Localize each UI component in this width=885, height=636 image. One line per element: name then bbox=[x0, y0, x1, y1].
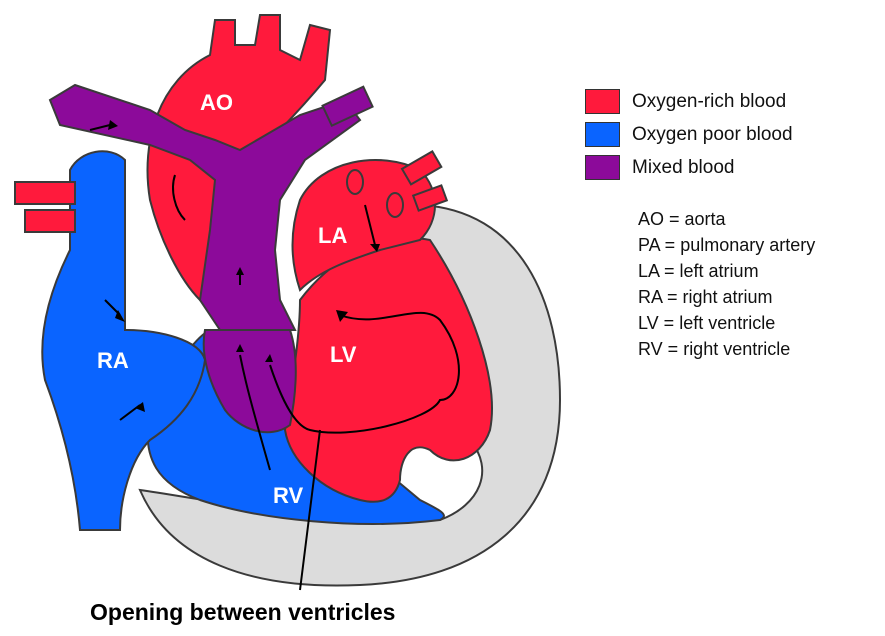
legend-label: Oxygen poor blood bbox=[632, 124, 793, 146]
label-lv: LV bbox=[330, 342, 357, 367]
abbreviation-item: LA = left atrium bbox=[638, 258, 815, 284]
legend-swatch bbox=[585, 122, 620, 147]
label-la: LA bbox=[318, 223, 347, 248]
legend-item: Oxygen-rich blood bbox=[585, 85, 793, 118]
caption-opening: Opening between ventricles bbox=[90, 599, 395, 625]
legend-swatch bbox=[585, 155, 620, 180]
label-ao: AO bbox=[200, 90, 233, 115]
aortic-branch-left bbox=[15, 182, 75, 204]
legend-label: Mixed blood bbox=[632, 157, 734, 179]
aortic-branch-left-lower bbox=[25, 210, 75, 232]
abbreviation-item: AO = aorta bbox=[638, 206, 815, 232]
abbreviation-item: RA = right atrium bbox=[638, 284, 815, 310]
legend-label: Oxygen-rich blood bbox=[632, 91, 786, 113]
legend-item: Oxygen poor blood bbox=[585, 118, 793, 151]
legend-swatch bbox=[585, 89, 620, 114]
label-rv: RV bbox=[273, 483, 303, 508]
abbreviation-item: RV = right ventricle bbox=[638, 336, 815, 362]
abbreviation-item: LV = left ventricle bbox=[638, 310, 815, 336]
abbreviation-item: PA = pulmonary artery bbox=[638, 232, 815, 258]
legend-item: Mixed blood bbox=[585, 151, 793, 184]
label-ra: RA bbox=[97, 348, 129, 373]
